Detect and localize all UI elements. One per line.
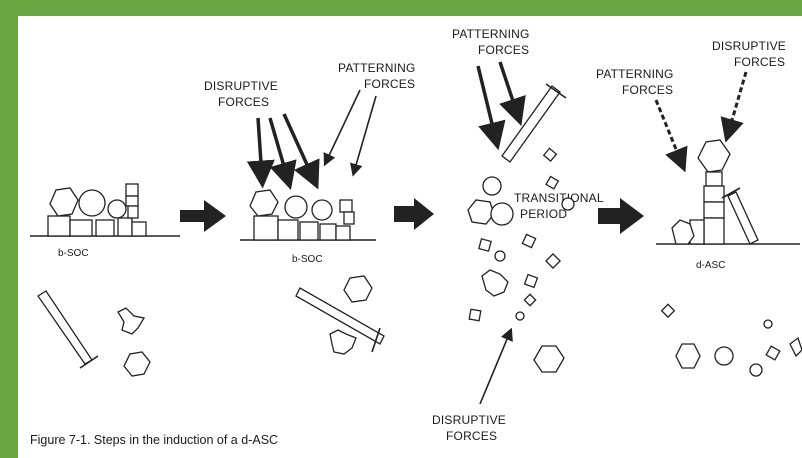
square-shape [131,221,147,237]
disruptive-label: FORCES [734,55,785,69]
disruptive-arrow [268,117,297,191]
panel-1-b-soc: b-SOC [30,183,180,377]
panel-label: b-SOC [292,254,323,265]
square-shape [703,185,725,203]
circle-shape [714,346,734,366]
circle-shape [494,250,506,262]
square-shape [523,273,539,289]
patterning-arrow [654,99,688,173]
square-shape [339,199,353,213]
circle-shape [78,189,106,217]
patterning-label: PATTERNING [452,27,530,41]
circle-shape [107,199,127,219]
square-shape [521,233,537,249]
square-shape [545,253,561,269]
disruptive-arrow [720,71,748,143]
irregular-shape [789,336,802,358]
circle-shape [561,197,575,211]
square-shape [703,217,725,245]
square-shape [69,219,93,237]
step-arrow [394,198,434,230]
square-shape [468,308,482,322]
square-shape [523,293,537,307]
hexagon-shape [123,351,151,377]
disruptive-arrow [479,327,513,405]
square-shape [253,215,279,241]
irregular-shape [117,307,146,335]
square-shape [319,223,337,241]
square-shape [95,219,115,237]
disruptive-label: DISRUPTIVE [432,413,506,427]
panel-3-transitional: PATTERNING FORCES TRANSITIONAL PERIOD DI… [432,27,604,443]
patterning-label: FORCES [364,77,415,91]
disruptive-label: FORCES [446,429,497,443]
disruptive-label: FORCES [218,95,269,109]
patterning-arrow [498,61,526,126]
patterning-arrow [476,65,506,151]
hexagon-shape [675,343,701,369]
circle-shape [515,311,525,321]
step-arrow [180,200,226,232]
square-shape [299,221,319,241]
panel-2-b-soc-forces: DISRUPTIVE FORCES PATTERNING FORCES b-SO… [204,61,416,355]
square-shape [277,219,299,241]
panel-label: d-ASC [696,260,725,271]
square-shape [545,175,560,190]
square-shape [125,183,139,197]
patterning-label: PATTERNING [596,67,674,81]
circle-shape [763,319,773,329]
square-shape [705,171,723,187]
nail-shape [295,287,385,353]
figure-frame: b-SOC DISRUPTIVE FORCES PATTERNING FORCE… [18,16,802,458]
hexagon-shape [467,199,495,225]
irregular-shape [481,269,509,297]
panel-label: b-SOC [58,248,89,259]
hexagon-shape [49,187,79,217]
circle-shape [311,199,333,221]
hexagon-shape [697,139,731,173]
transitional-label: TRANSITIONAL [514,191,604,205]
irregular-shape [671,219,695,245]
patterning-label: FORCES [478,43,529,57]
figure-caption: Figure 7-1. Steps in the induction of a … [30,433,278,447]
patterning-arrow [350,95,377,177]
disruptive-arrow [246,117,275,189]
hexagon-shape [249,189,279,217]
transitional-label: PERIOD [520,207,567,221]
nail-shape [721,187,759,245]
square-shape [765,345,781,361]
square-shape [542,147,558,162]
diagram-canvas: b-SOC DISRUPTIVE FORCES PATTERNING FORCE… [30,27,802,447]
disruptive-arrow [282,113,320,190]
square-shape [703,201,725,219]
panel-4-d-asc: PATTERNING FORCES DISRUPTIVE FORCES d-AS… [596,39,802,377]
square-shape [47,215,71,237]
step-arrow [598,198,644,234]
patterning-arrow [323,89,361,167]
circle-shape [490,202,514,226]
square-shape [478,238,492,252]
disruptive-label: DISRUPTIVE [204,79,278,93]
nail-shape [37,290,99,369]
square-shape [127,205,139,219]
patterning-label: FORCES [622,83,673,97]
square-shape [660,303,676,318]
hexagon-shape [343,275,373,303]
irregular-shape [329,329,357,355]
square-shape [125,195,139,207]
patterning-label: PATTERNING [338,61,416,75]
disruptive-label: DISRUPTIVE [712,39,786,53]
square-shape [335,225,351,241]
square-shape [343,211,355,225]
circle-shape [284,195,308,219]
square-shape [117,217,133,237]
hexagon-shape [533,345,565,373]
nail-shape [501,83,567,163]
circle-shape [749,363,763,377]
circle-shape [482,176,502,196]
